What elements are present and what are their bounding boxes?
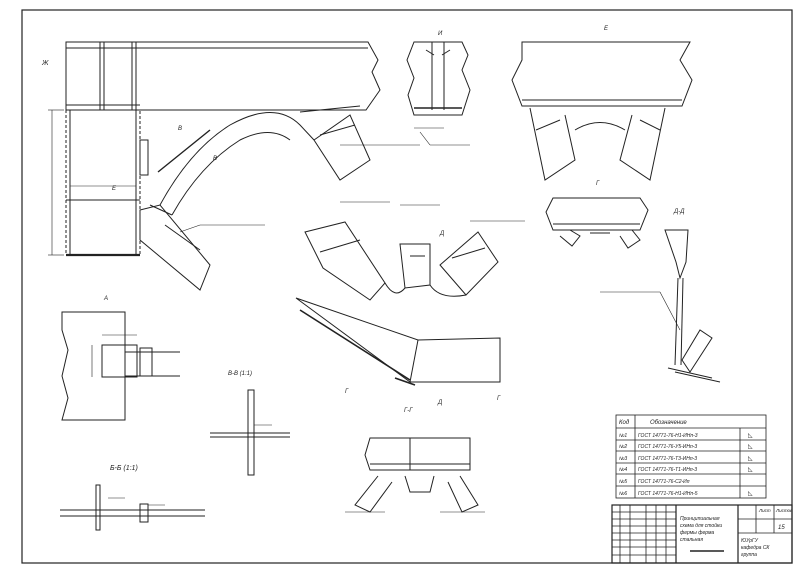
view-v-label: В [178,126,182,132]
table-row-desc: ГОСТ 14771-76-Т1-ИНп-3 [638,467,697,473]
title-block: Принципиальная схема для стойки фермы фе… [611,504,793,564]
table-row-code: №5 [619,479,627,485]
view-e: Е [511,26,693,181]
title-sheet-label: Лист [758,508,771,513]
section-dd-label: Д-Д [673,209,685,215]
title-name-line3: фермы ферма [680,530,714,536]
title-org-line2: кафедра СК [741,545,770,551]
title-sheets-label: Листов [775,508,793,513]
table-row-mark: ◺ [748,433,753,439]
view-i: И [406,31,471,146]
table-row-desc: ГОСТ 14771-76-С2-Ип [638,479,690,485]
table-row-desc: ГОСТ 14771-76-Т3-ИНп-3 [638,456,697,462]
section-vv: В-В (1:1) [210,371,290,476]
table-row-desc: ГОСТ 14771-76-У5-ИНп-3 [638,444,697,450]
view-g-right-label: Г [596,181,600,187]
view-d-label-bottom: Д [437,400,443,406]
table-header-desc: Обозначение [650,420,687,426]
weld-table: Код Обозначение №1 ГОСТ 14771-76-Н1-ИНп-… [615,414,767,499]
title-name-line2: схема для стойки [680,522,722,529]
view-a-label: А [103,296,108,302]
view-g-right: Г [545,181,649,249]
view-zh: Ж В В Е [41,41,420,291]
table-row-code: №4 [619,467,627,473]
view-d-label-top: Д [439,231,445,237]
title-org-line1: ЮУрГУ [741,538,759,544]
title-name-line1: Принципиальная [680,516,720,522]
title-org-line3: группа [741,552,757,558]
section-vv-label: В-В (1:1) [228,371,252,377]
table-row-code: №6 [619,491,627,497]
view-d: Д Г Г [295,201,525,402]
view-g-label-2: Г [497,396,501,402]
section-bb: Б-Б (1:1) [60,465,205,531]
section-bb-label: Б-Б (1:1) [110,465,138,472]
table-row-desc: ГОСТ 14771-76-Н1-ИНп-3 [638,433,698,439]
view-e-label-top: Е [604,26,609,32]
table-row-mark: ◺ [748,467,753,473]
table-row-code: №1 [619,433,627,439]
section-gg-label: Г-Г [404,408,413,414]
table-row-mark: ◺ [748,491,753,497]
view-v-label-2: В [213,156,217,162]
view-a: А [61,296,180,421]
view-g-label: Г [345,389,349,395]
table-row-mark: ◺ [748,456,753,462]
table-row-mark: ◺ [748,444,753,450]
frame-border [21,9,793,564]
title-name-line4: стальная [680,537,703,543]
section-gg: Г-Г Д [345,400,485,513]
table-row-code: №2 [619,444,627,450]
table-header-code: Код [619,420,630,426]
table-row-code: №3 [619,456,627,462]
view-i-label: И [438,31,443,37]
view-e-label-left: Е [112,186,117,192]
title-sheet-number: 15 [778,525,785,531]
table-row-desc: ГОСТ 14771-76-Н1-ИНп-5 [638,491,698,497]
section-dd: Д-Д [600,209,721,383]
view-zh-label: Ж [41,60,49,67]
